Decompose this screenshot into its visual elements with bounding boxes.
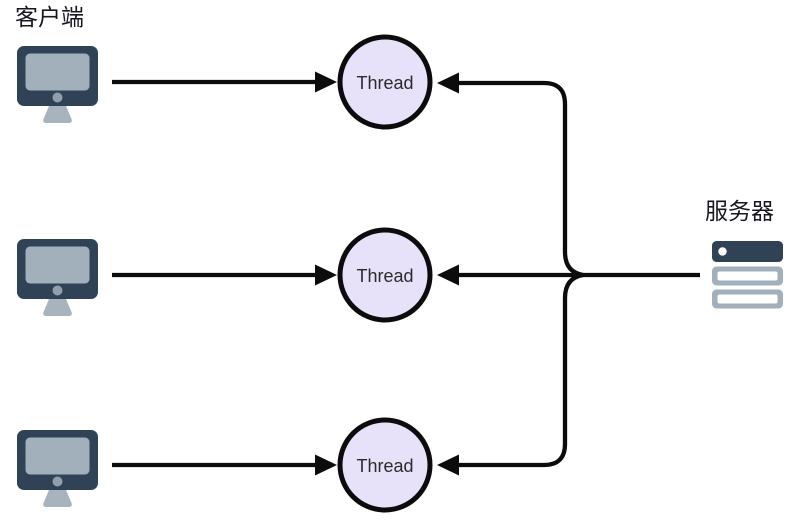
monitor-screen xyxy=(25,437,90,475)
thread-circle xyxy=(337,417,433,513)
arrowhead-left-icon xyxy=(437,72,459,94)
server-branch-lines xyxy=(437,72,700,476)
thread-node-3: Thread xyxy=(337,417,433,513)
server-bar-bottom-slot xyxy=(717,294,778,304)
client-section-label: 客户端 xyxy=(15,4,84,30)
computer-monitor-icon xyxy=(17,46,98,123)
monitor-screen xyxy=(25,53,90,91)
arrowhead-right-icon xyxy=(315,264,337,286)
arrow-client3-to-thread3 xyxy=(112,454,337,476)
monitor-stand xyxy=(43,106,72,123)
server-led-dot xyxy=(718,247,727,256)
arrowhead-left-icon xyxy=(437,454,459,476)
monitor-button xyxy=(52,92,63,103)
arrow-client2-to-thread2 xyxy=(112,264,337,286)
monitor-stand xyxy=(43,490,72,507)
monitor-screen xyxy=(25,246,90,284)
thread-label: Thread xyxy=(356,73,413,93)
server-bar-middle-slot xyxy=(717,271,778,281)
thread-label: Thread xyxy=(356,266,413,286)
thread-label: Thread xyxy=(356,456,413,476)
arrowhead-right-icon xyxy=(315,71,337,93)
thread-node-1: Thread xyxy=(337,34,433,130)
server-bar-top xyxy=(712,241,783,262)
monitor-stand xyxy=(43,299,72,316)
arrow-client1-to-thread1 xyxy=(112,71,337,93)
arrowhead-left-icon xyxy=(437,264,459,286)
server-rack-icon xyxy=(712,241,783,309)
computer-monitor-icon xyxy=(17,430,98,507)
thread-circle xyxy=(337,227,433,323)
arrowhead-right-icon xyxy=(315,454,337,476)
computer-monitor-icon xyxy=(17,239,98,316)
thread-node-2: Thread xyxy=(337,227,433,323)
server-to-thread3-line xyxy=(459,272,584,468)
thread-circle xyxy=(337,34,433,130)
monitor-button xyxy=(52,476,63,487)
monitor-button xyxy=(52,285,63,296)
server-to-thread1-line xyxy=(459,80,584,278)
server-section-label: 服务器 xyxy=(705,198,774,224)
